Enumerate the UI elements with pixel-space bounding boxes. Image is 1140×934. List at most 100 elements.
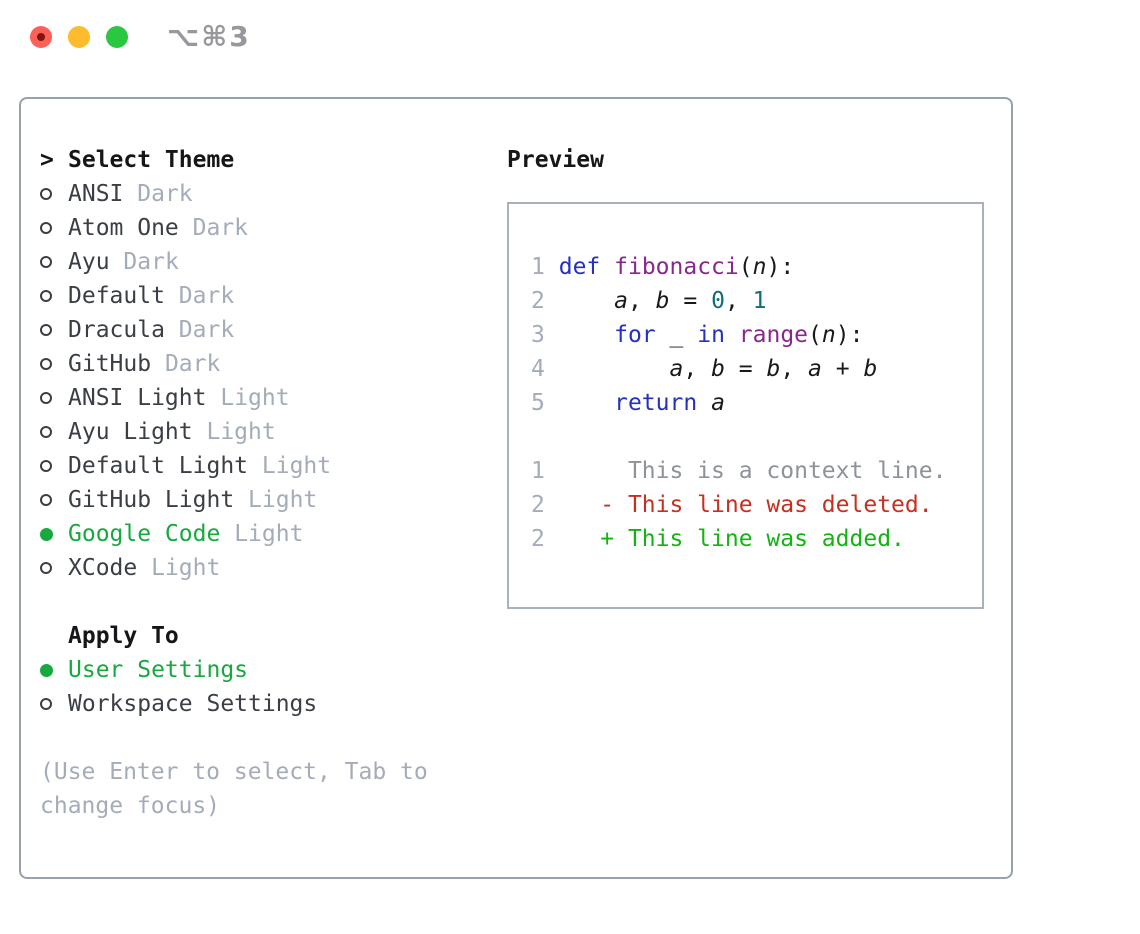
minimize-button[interactable] xyxy=(68,26,90,48)
theme-name: Dracula xyxy=(68,317,165,343)
theme-item-ayu[interactable]: Ayu Dark xyxy=(40,245,428,279)
radio-selected-icon xyxy=(40,527,68,541)
radio-circle-icon xyxy=(40,527,53,541)
apply-option-label: Workspace Settings xyxy=(68,691,318,717)
code-token: a xyxy=(711,390,725,416)
code-token: _ xyxy=(669,322,684,348)
radio-unselected-icon xyxy=(40,392,68,404)
diff-line-deleted: 2 - This line was deleted. xyxy=(531,488,982,522)
theme-item-google-code[interactable]: Google Code Light xyxy=(40,517,428,551)
line-number: 3 xyxy=(531,322,545,348)
code-token xyxy=(725,322,739,348)
code-token: n xyxy=(821,322,836,348)
radio-unselected-icon xyxy=(40,188,68,200)
theme-variant-label: Dark xyxy=(192,215,249,241)
theme-item-atom-one[interactable]: Atom One Dark xyxy=(40,211,428,245)
radio-circle-icon xyxy=(40,358,52,370)
radio-unselected-icon xyxy=(40,256,68,268)
code-token: ( xyxy=(738,254,753,280)
theme-item-text: Ayu Light Light xyxy=(68,415,276,449)
theme-name: ANSI xyxy=(68,181,124,207)
radio-circle-icon xyxy=(40,256,52,268)
code-token: return xyxy=(614,390,698,416)
code-token: def xyxy=(558,254,601,280)
code-token: b xyxy=(711,356,725,382)
code-token: 0 xyxy=(711,288,725,314)
code-token: , xyxy=(780,356,809,382)
code-line-3: 3 for _ in range(n): xyxy=(531,318,982,352)
theme-name: ANSI Light xyxy=(68,385,207,411)
code-token: in xyxy=(697,322,725,348)
theme-item-text: ANSI Light Light xyxy=(68,381,290,415)
code-token: + xyxy=(821,356,864,382)
theme-variant-label: Dark xyxy=(123,249,179,275)
radio-circle-icon xyxy=(40,562,52,574)
theme-name: Ayu xyxy=(68,249,110,275)
theme-item-text: Default Dark xyxy=(68,279,234,313)
apply-to-title: Apply To xyxy=(68,623,179,649)
diff-text: - This line was deleted. xyxy=(600,492,933,518)
apply-option-workspace-settings[interactable]: Workspace Settings xyxy=(40,687,428,721)
theme-item-text: Atom One Dark xyxy=(68,211,248,245)
close-button[interactable] xyxy=(30,26,52,48)
line-number: 1 xyxy=(531,458,545,484)
theme-item-text: GitHub Dark xyxy=(68,347,220,381)
code-token: b xyxy=(766,356,781,382)
theme-variant-label: Dark xyxy=(178,283,235,309)
code-token: ): xyxy=(766,254,795,280)
radio-unselected-icon xyxy=(40,358,68,370)
select-theme-header: > Select Theme xyxy=(40,143,428,177)
theme-item-text: GitHub Light Light xyxy=(68,483,317,517)
theme-item-default[interactable]: Default Dark xyxy=(40,279,428,313)
theme-item-github[interactable]: GitHub Dark xyxy=(40,347,428,381)
radio-unselected-icon xyxy=(40,324,68,336)
radio-circle-icon xyxy=(40,663,53,677)
theme-variant-label: Light xyxy=(220,385,290,411)
help-text-line-1: (Use Enter to select, Tab to xyxy=(40,759,428,785)
line-number: 2 xyxy=(531,288,545,314)
apply-option-user-settings[interactable]: User Settings xyxy=(40,653,428,687)
zoom-button[interactable] xyxy=(106,26,128,48)
theme-item-default-light[interactable]: Default Light Light xyxy=(40,449,428,483)
code-token: fibonacci xyxy=(614,254,739,280)
radio-unselected-icon xyxy=(40,460,68,472)
code-token: for xyxy=(614,322,656,348)
code-token xyxy=(697,390,711,416)
radio-unselected-icon xyxy=(40,494,68,506)
code-line-1: 1 def fibonacci(n): xyxy=(531,250,982,284)
preview-column: Preview 1 def fibonacci(n):2 a, b = 0, 1… xyxy=(507,143,984,609)
theme-item-dracula[interactable]: Dracula Dark xyxy=(40,313,428,347)
theme-item-text: ANSI Dark xyxy=(68,177,193,211)
theme-item-ansi[interactable]: ANSI Dark xyxy=(40,177,428,211)
theme-item-github-light[interactable]: GitHub Light Light xyxy=(40,483,428,517)
code-token xyxy=(683,322,697,348)
theme-variant-label: Dark xyxy=(137,181,193,207)
radio-circle-icon xyxy=(40,188,52,200)
radio-circle-icon xyxy=(40,494,52,506)
radio-circle-icon xyxy=(40,392,52,404)
code-token: , xyxy=(724,288,753,314)
theme-item-text: Google Code Light xyxy=(68,517,303,551)
diff-line-added: 2 + This line was added. xyxy=(531,522,982,556)
preview-header: Preview xyxy=(507,143,984,177)
theme-item-ayu-light[interactable]: Ayu Light Light xyxy=(40,415,428,449)
theme-name: GitHub xyxy=(68,351,152,377)
select-theme-title: Select Theme xyxy=(68,147,235,173)
radio-unselected-icon xyxy=(40,290,68,302)
theme-item-ansi-light[interactable]: ANSI Light Light xyxy=(40,381,428,415)
code-token: ( xyxy=(808,322,822,348)
theme-item-text: Ayu Dark xyxy=(68,245,179,279)
theme-variant-label: Dark xyxy=(178,317,235,343)
code-token: b xyxy=(863,356,878,382)
code-token: n xyxy=(752,254,767,280)
apply-option-label: User Settings xyxy=(68,657,249,683)
code-token xyxy=(559,356,670,382)
code-token: = xyxy=(724,356,767,382)
line-number: 4 xyxy=(531,356,545,382)
code-line-2: 2 a, b = 0, 1 xyxy=(531,284,982,318)
theme-item-xcode[interactable]: XCode Light xyxy=(40,551,428,585)
theme-variant-label: Light xyxy=(261,453,332,479)
line-number: 2 xyxy=(531,526,545,552)
